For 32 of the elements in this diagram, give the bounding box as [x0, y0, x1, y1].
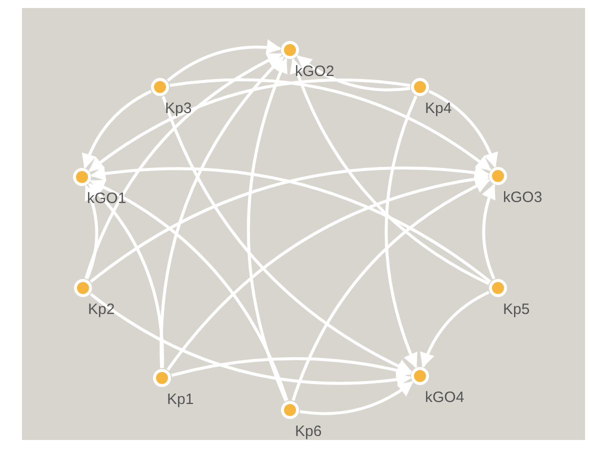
arrow [290, 58, 490, 286]
arrow [160, 56, 284, 368]
node-label: Kp2 [88, 301, 115, 318]
node-label: kGO2 [295, 63, 334, 80]
node-label: kGO1 [87, 190, 126, 207]
arrow [88, 78, 410, 172]
node-label: Kp5 [503, 301, 530, 318]
node-label: kGO4 [425, 389, 464, 406]
node-label: Kp6 [295, 423, 322, 440]
arrow [88, 182, 164, 368]
arrow [296, 55, 410, 92]
node-label: Kp1 [167, 391, 194, 408]
node-label: Kp4 [425, 100, 452, 117]
arrow [166, 40, 282, 82]
arrow [428, 90, 498, 168]
arrow [246, 58, 288, 402]
arrow [171, 357, 412, 378]
arrow [384, 96, 418, 368]
arrow [170, 78, 492, 171]
arrow [82, 90, 152, 169]
node-label: Kp3 [165, 100, 192, 117]
arrow [90, 293, 412, 387]
arrow [482, 184, 496, 280]
arrow [420, 290, 490, 368]
arrow [292, 178, 490, 401]
arrow [162, 96, 412, 374]
arrow [84, 52, 282, 279]
arrow [90, 180, 288, 401]
arrow [84, 184, 98, 280]
arrow [300, 381, 414, 416]
node-label: kGO3 [503, 189, 542, 206]
arrow [166, 172, 490, 371]
